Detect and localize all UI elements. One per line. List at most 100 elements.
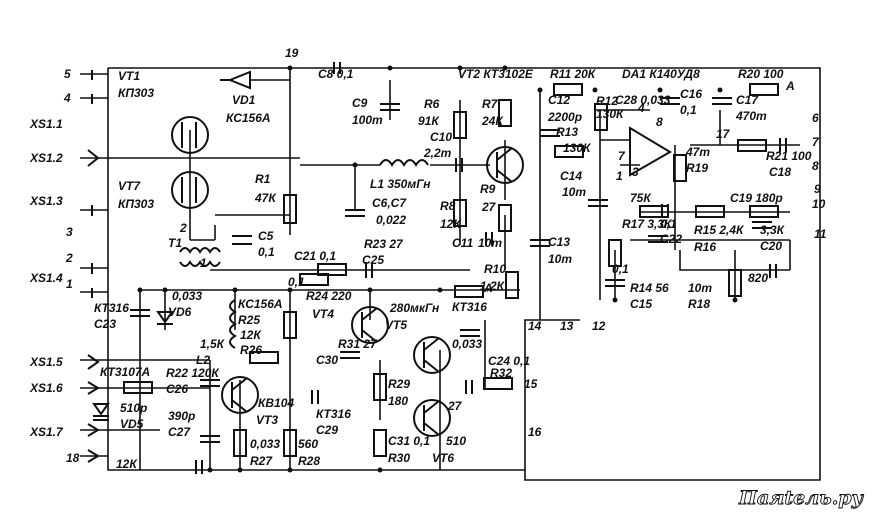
component-label: R19 — [686, 161, 708, 175]
component-label: R6 — [424, 97, 440, 111]
watermark: Паяtель.ру — [735, 478, 885, 514]
component-label: 16 — [528, 425, 542, 439]
component-label: VT7 — [118, 179, 141, 193]
component-label: R15 2,4К — [694, 223, 745, 237]
component-label: R25 — [238, 313, 260, 327]
component-label: C6,C7 — [372, 196, 407, 210]
component-label: 130К — [563, 141, 592, 155]
component-label: C30 — [316, 353, 338, 367]
component-label: C31 0,1 — [388, 434, 430, 448]
component-label: 10 — [812, 197, 826, 211]
component-label: 47m — [685, 145, 710, 159]
component-label: 0,033 — [172, 289, 202, 303]
component-label: C12 — [548, 93, 570, 107]
component-label: VT1 — [118, 69, 140, 83]
component-label: 91К — [418, 114, 440, 128]
component-label: A — [483, 281, 493, 295]
component-label: 17 — [716, 127, 731, 141]
component-label: КС156А — [238, 297, 283, 311]
component-label: XS1.2 — [29, 151, 63, 165]
component-label: C20 — [760, 239, 782, 253]
component-label: 5 — [64, 67, 71, 81]
component-label: C15 — [630, 297, 652, 311]
component-label: VT2 КТ3102Е — [458, 67, 534, 81]
component-label: 12К — [240, 328, 262, 342]
component-label: 13 — [560, 319, 574, 333]
component-label: VT5 — [385, 318, 407, 332]
component-label: C8 0,1 — [318, 67, 354, 81]
component-label: 12 — [592, 319, 606, 333]
component-label: R14 56 — [630, 281, 669, 295]
component-label: КП303 — [118, 197, 154, 211]
component-label: XS1.4 — [29, 271, 63, 285]
component-label: C27 — [168, 425, 191, 439]
component-label: DA1 К140УД8 — [622, 67, 700, 81]
component-label: VD5 — [120, 417, 144, 431]
component-label: 510 — [446, 434, 466, 448]
component-label: L1 350мГн — [370, 177, 431, 191]
component-label: R23 27 — [364, 237, 404, 251]
component-label: XS1.6 — [29, 381, 63, 395]
labels: 1954XS1.1XS1.2XS1.3XS1.4XS1.5XS1.6XS1.73… — [29, 46, 827, 471]
component-label: 27 — [481, 200, 497, 214]
component-label: R9 — [480, 182, 496, 196]
component-label: R17 3,3К — [622, 217, 673, 231]
component-label: C18 — [769, 165, 791, 179]
component-label: 3 — [632, 165, 639, 179]
component-label: 75К — [630, 191, 652, 205]
component-label: R16 — [694, 240, 716, 254]
component-label: 10m — [688, 281, 712, 295]
component-label: 7 — [618, 149, 626, 163]
component-label: R21 100 — [766, 149, 812, 163]
component-label: КС156А — [226, 111, 271, 125]
component-label: XS1.5 — [29, 355, 63, 369]
component-label: VT6 — [432, 451, 454, 465]
component-label: C13 — [548, 235, 570, 249]
component-label: 2200р — [547, 110, 582, 124]
component-label: КП303 — [118, 86, 154, 100]
component-label: 10m — [562, 185, 586, 199]
component-label: 1 — [200, 256, 207, 270]
component-label: КТ316 — [316, 407, 351, 421]
component-label: КТ316 — [452, 300, 487, 314]
component-label: 10m — [548, 252, 572, 266]
component-label: R20 100 — [738, 67, 784, 81]
component-label: 180 — [388, 394, 408, 408]
component-label: VD1 — [232, 93, 256, 107]
component-label: 12К — [440, 217, 462, 231]
component-label: VT3 — [256, 413, 278, 427]
component-label: R32 — [490, 366, 512, 380]
component-label: R29 — [388, 377, 410, 391]
component-label: 8 — [656, 115, 663, 129]
component-label: R13 — [556, 125, 578, 139]
component-label: C22 — [660, 232, 682, 246]
component-label: 3,3К — [760, 223, 786, 237]
component-label: 560 — [298, 437, 318, 451]
component-label: C28 0,033 — [615, 93, 671, 107]
component-label: C5 — [258, 229, 274, 243]
component-label: 9 — [814, 182, 821, 196]
component-label: 1,5К — [200, 337, 226, 351]
component-label: 1 — [616, 169, 623, 183]
components — [87, 62, 787, 474]
component-label: 0,1 — [680, 103, 697, 117]
component-label: C21 0,1 — [294, 249, 336, 263]
component-label: 0,033 — [452, 337, 482, 351]
component-label: 2 — [65, 251, 73, 265]
component-label: R11 20К — [550, 67, 597, 81]
component-label: L2 — [196, 353, 210, 367]
component-label: 4 — [637, 101, 645, 115]
component-label: 0,1 — [612, 262, 629, 276]
component-label: R22 120К — [166, 366, 220, 380]
component-label: C25 — [362, 253, 384, 267]
component-label: 1,2К — [480, 279, 506, 293]
component-label: 15 — [524, 377, 538, 391]
component-label: C23 — [94, 317, 116, 331]
component-label: 510р — [120, 401, 147, 415]
component-label: 3 — [66, 225, 73, 239]
component-label: R24 220 — [306, 289, 352, 303]
component-label: R27 — [250, 454, 273, 468]
component-label: R18 — [688, 297, 710, 311]
